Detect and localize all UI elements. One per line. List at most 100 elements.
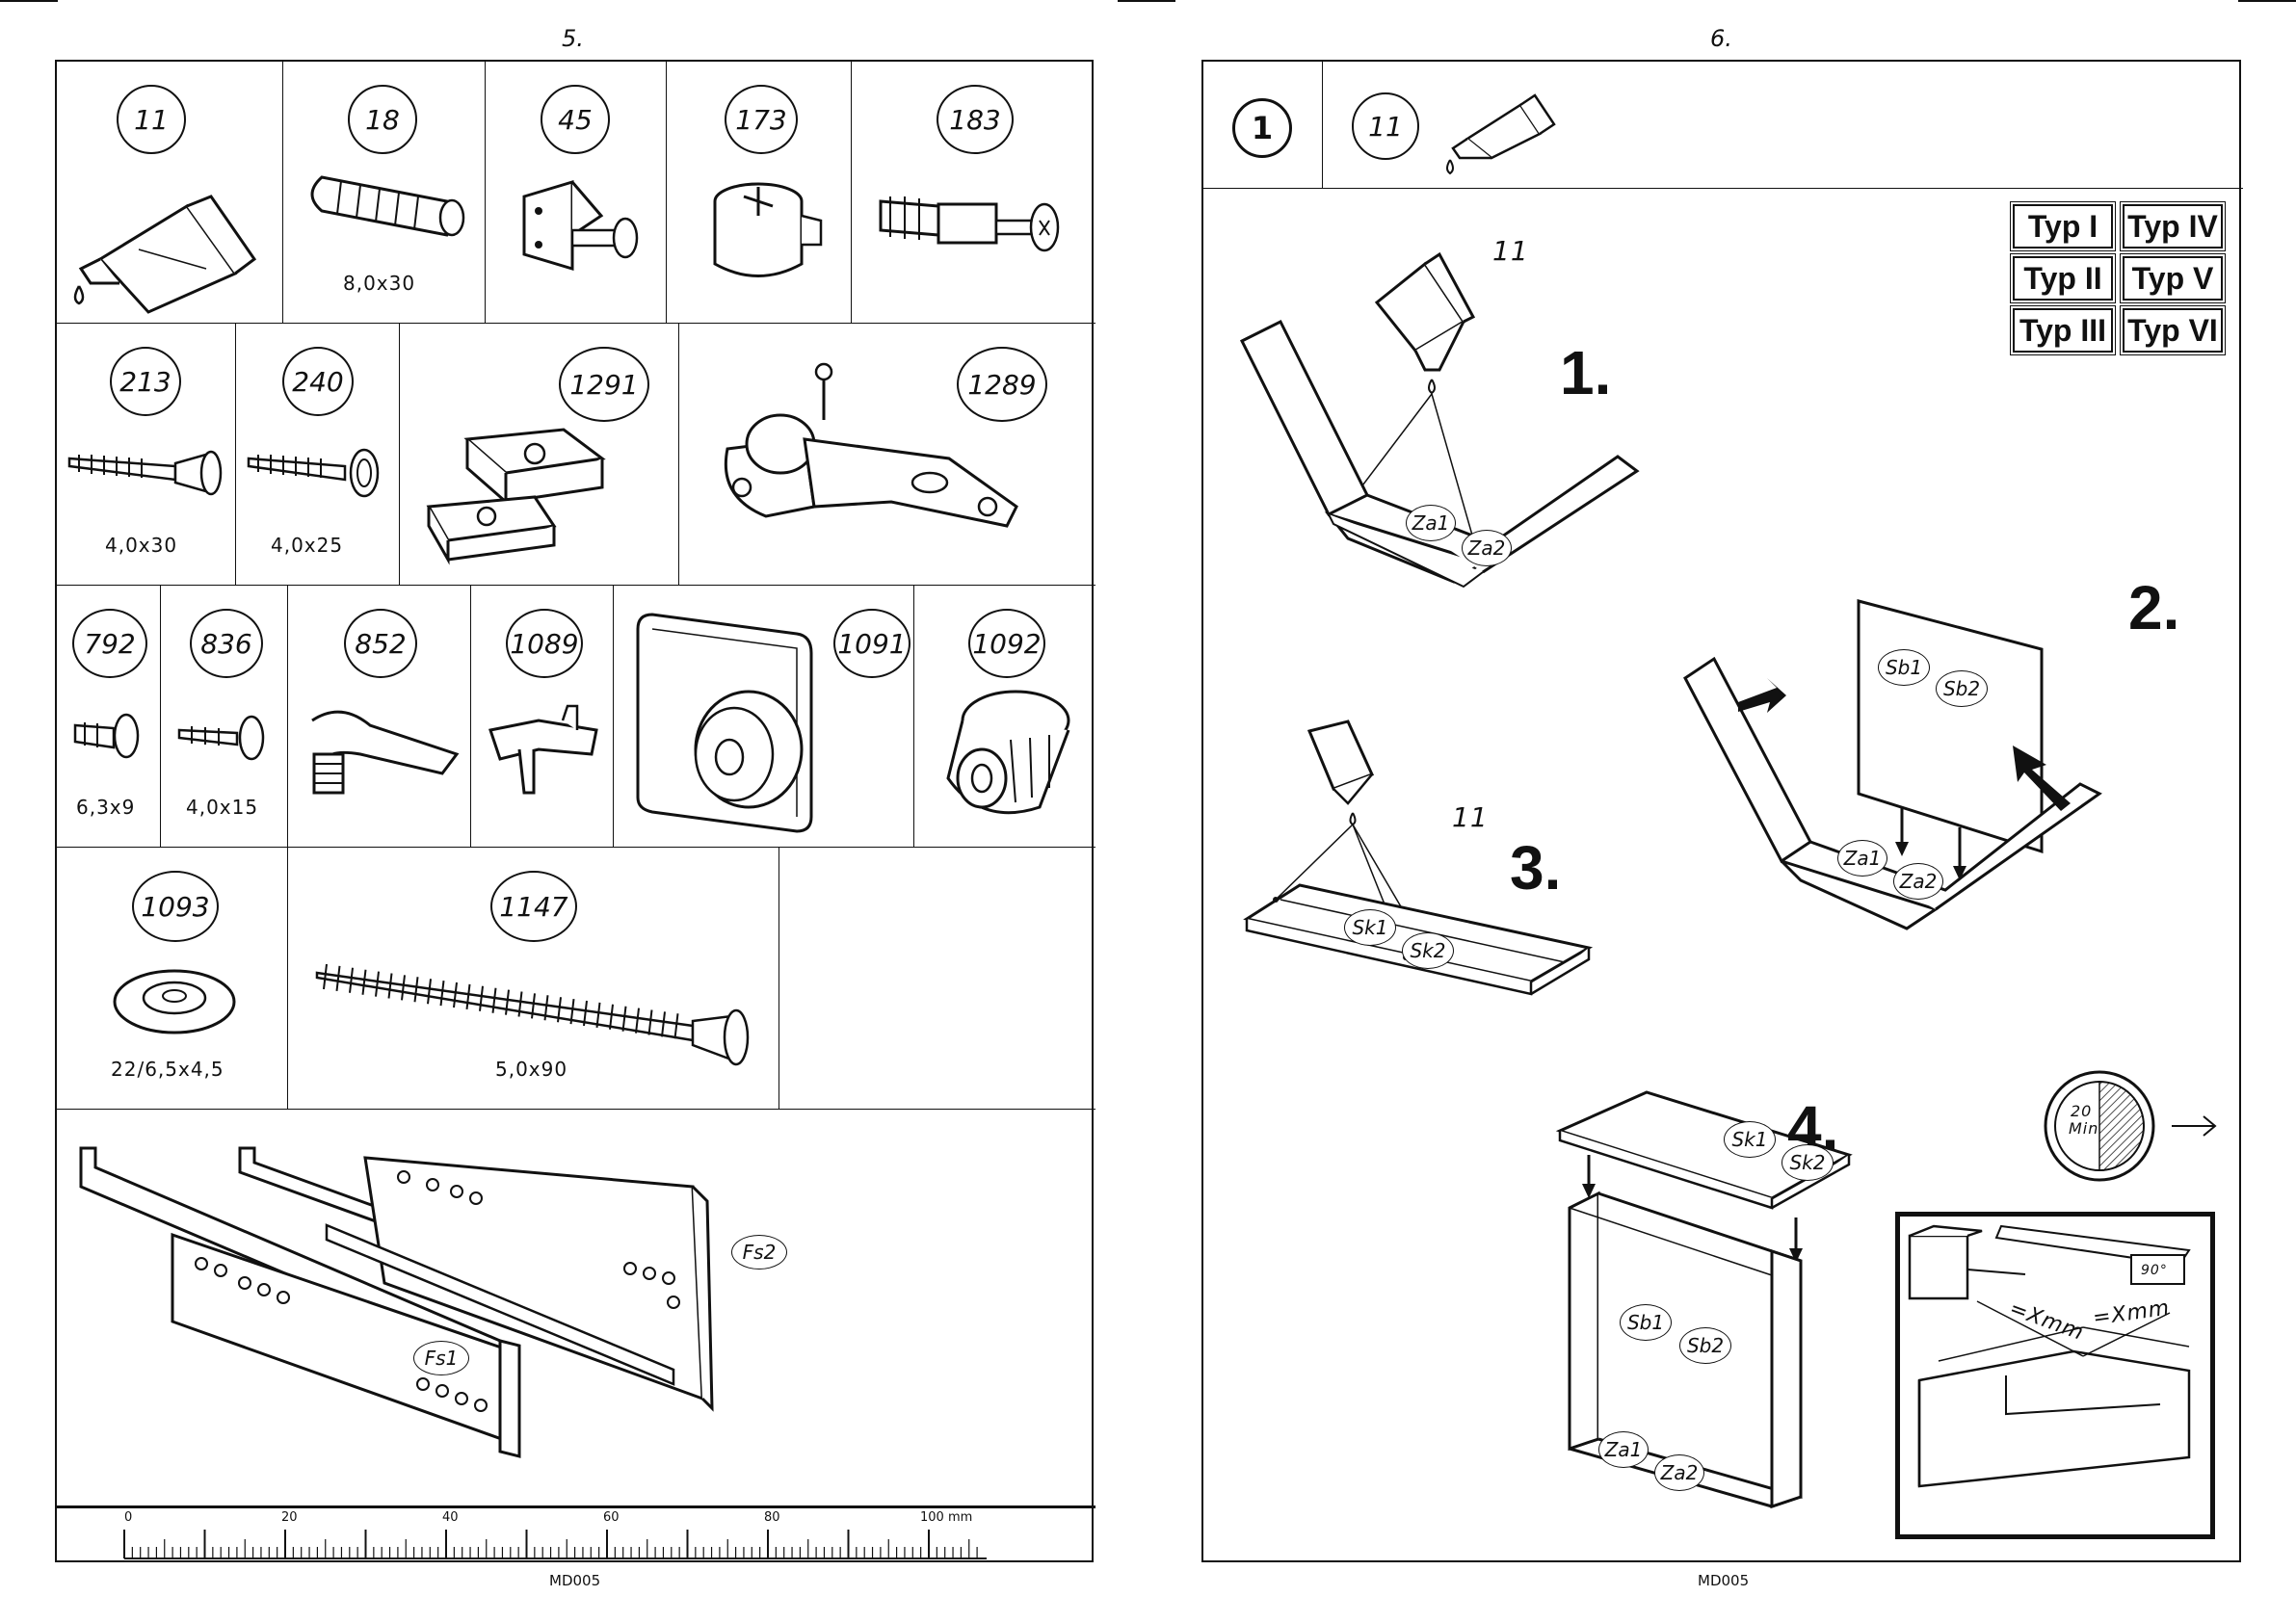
label-za2: Za2	[1654, 1454, 1704, 1491]
type-label: Typ II	[2010, 253, 2116, 303]
part-cell-1091: 1091	[614, 586, 914, 848]
part-cell-1093: 1093 22/6,5x4,5	[57, 848, 288, 1110]
label-sk1: Sk1	[1344, 909, 1396, 946]
cam-lock-icon	[713, 182, 823, 277]
dowel-icon	[310, 175, 465, 237]
part-number: 1089	[506, 609, 583, 678]
ruler-ticks	[123, 1530, 987, 1559]
part-cell-1289: 1289	[679, 324, 1095, 586]
ruler-label: 20	[281, 1510, 298, 1525]
page-number: 5.	[562, 25, 584, 52]
step-number: 1.	[1560, 338, 1612, 407]
drawer-slides-cell: Fs1 Fs2	[57, 1110, 1095, 1506]
part-dimension: 22/6,5x4,5	[111, 1058, 224, 1081]
step-header-cell: 1	[1203, 62, 1323, 189]
step1-illustration	[1239, 251, 1640, 589]
screw-icon	[247, 448, 380, 498]
part-number: 213	[110, 347, 181, 416]
part-number: 852	[344, 609, 417, 678]
left-page: 5. 11 18 8,0x30 45	[0, 0, 1147, 1623]
part-dimension: 4,0x15	[186, 796, 259, 819]
measure-angle: 90°	[2141, 1263, 2168, 1278]
step-parts-cell: 11	[1323, 62, 2243, 189]
label-za2: Za2	[1893, 863, 1943, 900]
right-page: 6. 1 11 Typ I Typ IV Typ II Typ V Typ II…	[1147, 0, 2296, 1623]
part-number: 45	[541, 85, 610, 154]
part-cell-852: 852	[288, 586, 471, 848]
empty-cell	[779, 848, 1095, 1110]
part-cell-792: 792 6,3x9	[57, 586, 161, 848]
long-screw-icon	[315, 963, 750, 1066]
measure-box: =Xmm =Xmm 90°	[1895, 1212, 2215, 1539]
label-sk1: Sk1	[1724, 1121, 1776, 1158]
part-number: 1289	[957, 347, 1047, 422]
label-sb1: Sb1	[1620, 1304, 1672, 1341]
parts-frame: 11 18 8,0x30 45	[55, 60, 1095, 1562]
glue-tube-icon	[1446, 93, 1556, 175]
slide-label-fs1: Fs1	[413, 1341, 469, 1375]
ruler-label: 80	[764, 1510, 780, 1525]
part-cell-1089: 1089	[471, 586, 614, 848]
step-number-badge: 1	[1232, 98, 1292, 158]
label-za1: Za1	[1837, 840, 1887, 877]
footer-code: MD005	[549, 1572, 601, 1589]
edge-mark	[1118, 0, 1175, 2]
part-number: 1093	[132, 871, 219, 942]
part-cell-1291: 1291	[400, 324, 679, 586]
part-cell-213: 213 4,0x30	[57, 324, 236, 586]
glue-label: 11	[1452, 801, 1489, 833]
edge-mark	[2238, 0, 2296, 2]
label-za1: Za1	[1598, 1431, 1649, 1468]
label-sk2: Sk2	[1781, 1144, 1834, 1181]
part-cell-1147: 1147 5,0x90	[288, 848, 779, 1110]
type-label: Typ I	[2010, 201, 2116, 251]
clip-icon	[488, 704, 598, 795]
connector-bolt-icon	[879, 196, 1060, 252]
part-number: 18	[348, 85, 417, 154]
label-sb1: Sb1	[1878, 649, 1930, 686]
ruler-label: 60	[603, 1510, 620, 1525]
edge-mark	[0, 0, 58, 2]
part-dimension: 5,0x90	[495, 1058, 568, 1081]
part-dimension: 8,0x30	[343, 272, 416, 295]
part-cell-18: 18 8,0x30	[283, 62, 486, 324]
page-number: 6.	[1710, 25, 1732, 52]
part-number: 173	[725, 85, 798, 154]
instruction-frame: 1 11 Typ I Typ IV Typ II Typ V Typ III T…	[1201, 60, 2243, 1562]
part-cell-240: 240 4,0x25	[236, 324, 400, 586]
knob-icon	[636, 613, 813, 833]
slide-label-fs2: Fs2	[731, 1235, 787, 1270]
part-number: 1091	[833, 609, 910, 678]
timer-unit: Min	[2069, 1119, 2099, 1138]
part-number: 240	[282, 347, 354, 416]
cover-cap-icon	[113, 969, 236, 1034]
type-label: Typ V	[2120, 253, 2226, 303]
part-cell-173: 173	[667, 62, 852, 324]
part-number: 1291	[559, 347, 649, 422]
type-label: Typ IV	[2120, 201, 2226, 251]
shelf-support-icon	[311, 710, 460, 795]
label-sb2: Sb2	[1936, 670, 1988, 707]
part-dimension: 6,3x9	[76, 796, 136, 819]
drawer-slide-icon	[79, 1146, 714, 1458]
screw-icon	[177, 715, 265, 761]
part-cell-183: 183	[852, 62, 1095, 324]
part-number: 11	[1352, 92, 1419, 160]
timer-value: 20	[2071, 1102, 2093, 1120]
part-cell-11: 11	[57, 62, 283, 324]
part-number: 1147	[490, 871, 577, 942]
step-number: 3.	[1510, 833, 1562, 903]
part-number: 11	[117, 85, 186, 154]
glue-tube-icon	[73, 195, 257, 314]
hinge-plate-icon	[426, 428, 606, 565]
measure-illustration	[1908, 1224, 2191, 1488]
ruler-label: 0	[124, 1510, 133, 1525]
part-cell-836: 836 4,0x15	[161, 586, 288, 848]
step-number: 2.	[2128, 573, 2180, 642]
label-sk2: Sk2	[1402, 932, 1454, 969]
part-cell-45: 45	[486, 62, 667, 324]
screw-icon	[73, 713, 140, 759]
part-number: 836	[190, 609, 263, 678]
part-cell-1092: 1092	[914, 586, 1095, 848]
hinge-icon	[724, 362, 1018, 528]
